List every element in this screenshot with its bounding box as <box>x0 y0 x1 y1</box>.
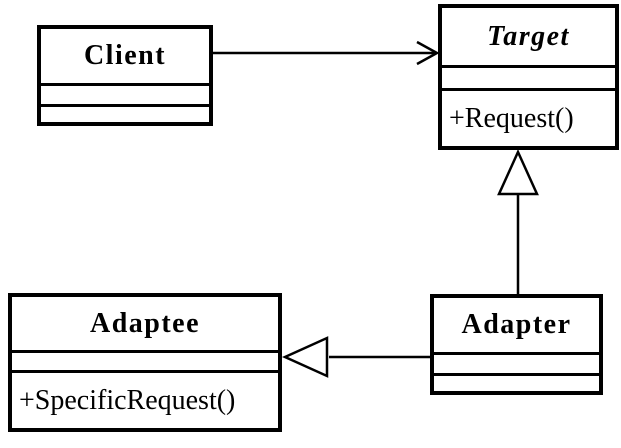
operations-compartment <box>41 104 209 122</box>
class-name-compartment: Target <box>442 8 615 65</box>
class-name-label: Adaptee <box>89 307 201 339</box>
class-adaptee: Adaptee +SpecificRequest() <box>8 293 282 432</box>
operation-label: +SpecificRequest() <box>19 384 236 416</box>
attributes-compartment <box>12 350 278 370</box>
class-adapter: Adapter <box>430 294 603 395</box>
operation-label: +Request() <box>449 102 574 134</box>
class-name-compartment: Adapter <box>434 298 599 352</box>
class-name-compartment: Client <box>41 29 209 83</box>
class-name-label: Target <box>487 20 570 52</box>
class-name-label: Adapter <box>461 309 572 340</box>
class-name-label: Client <box>83 40 167 71</box>
attributes-compartment <box>41 83 209 104</box>
attributes-compartment <box>434 352 599 373</box>
attributes-compartment <box>442 65 615 88</box>
generalization-arrow-adapter-to-target <box>497 148 539 294</box>
generalization-arrow-adapter-to-adaptee <box>281 336 430 378</box>
class-client: Client <box>37 25 213 126</box>
association-arrow-client-to-target <box>213 40 440 66</box>
operations-compartment: +Request() <box>442 88 615 146</box>
operations-compartment: +SpecificRequest() <box>12 370 278 428</box>
class-target: Target +Request() <box>438 4 619 150</box>
class-name-compartment: Adaptee <box>12 297 278 350</box>
operations-compartment <box>434 373 599 391</box>
